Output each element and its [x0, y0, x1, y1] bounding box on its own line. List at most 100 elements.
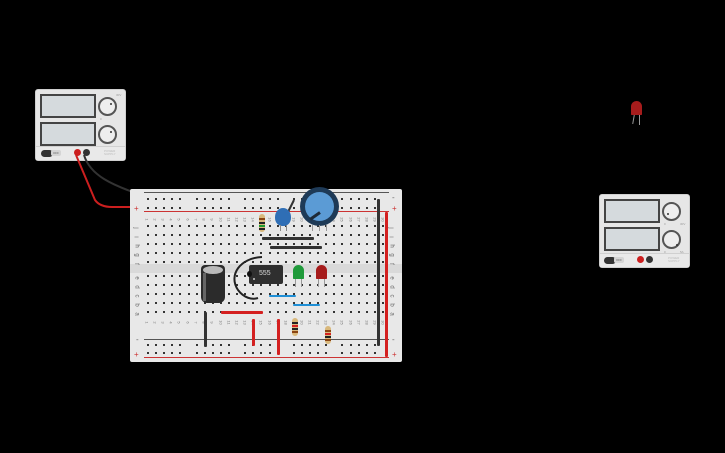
hole[interactable]	[211, 344, 214, 346]
hole[interactable]	[284, 284, 287, 286]
hole[interactable]	[381, 302, 384, 304]
hole[interactable]	[317, 243, 320, 245]
electrolytic-capacitor[interactable]	[201, 265, 225, 303]
jumper-wire-red[interactable]	[252, 319, 255, 346]
hole[interactable]	[260, 234, 263, 236]
hole[interactable]	[317, 311, 320, 313]
hole[interactable]	[203, 261, 206, 263]
hole[interactable]	[171, 302, 174, 304]
hole[interactable]	[179, 252, 182, 254]
hole[interactable]	[179, 275, 182, 277]
hole[interactable]	[357, 344, 360, 346]
hole[interactable]	[228, 234, 230, 236]
hole[interactable]	[260, 293, 263, 295]
hole[interactable]	[325, 311, 328, 313]
hole[interactable]	[252, 261, 255, 263]
hole[interactable]	[300, 234, 303, 236]
hole[interactable]	[155, 261, 158, 263]
hole[interactable]	[147, 284, 149, 286]
hole[interactable]	[357, 198, 360, 200]
hole[interactable]	[276, 284, 279, 286]
hole[interactable]	[163, 243, 166, 245]
hole[interactable]	[268, 352, 271, 354]
hole[interactable]	[163, 293, 166, 295]
hole[interactable]	[187, 261, 190, 263]
hole[interactable]	[381, 252, 384, 254]
hole[interactable]	[187, 243, 190, 245]
hole[interactable]	[147, 311, 149, 313]
resistor[interactable]	[325, 326, 331, 344]
negative-terminal[interactable]	[646, 256, 653, 263]
hole[interactable]	[236, 293, 239, 295]
hole[interactable]	[179, 225, 182, 227]
hole[interactable]	[309, 352, 311, 354]
hole[interactable]	[373, 302, 376, 304]
hole[interactable]	[179, 284, 182, 286]
hole[interactable]	[252, 198, 255, 200]
hole[interactable]	[228, 284, 230, 286]
hole[interactable]	[357, 311, 360, 313]
hole[interactable]	[179, 293, 182, 295]
hole[interactable]	[187, 284, 190, 286]
hole[interactable]	[300, 344, 303, 346]
hole[interactable]	[236, 302, 239, 304]
hole[interactable]	[268, 344, 271, 346]
hole[interactable]	[219, 198, 222, 200]
hole[interactable]	[349, 284, 352, 286]
hole[interactable]	[260, 243, 263, 245]
hole[interactable]	[244, 293, 247, 295]
hole[interactable]	[357, 352, 360, 354]
hole[interactable]	[333, 275, 336, 277]
hole[interactable]	[333, 234, 336, 236]
hole[interactable]	[219, 225, 222, 227]
jumper-wire-black[interactable]	[204, 312, 207, 347]
hole[interactable]	[341, 311, 344, 313]
hole[interactable]	[147, 261, 149, 263]
hole[interactable]	[365, 207, 368, 209]
hole[interactable]	[365, 352, 368, 354]
hole[interactable]	[203, 207, 206, 209]
hole[interactable]	[171, 243, 174, 245]
hole[interactable]	[309, 234, 311, 236]
hole[interactable]	[373, 207, 376, 209]
hole[interactable]	[252, 284, 255, 286]
hole[interactable]	[341, 198, 344, 200]
hole[interactable]	[357, 243, 360, 245]
resistor[interactable]	[259, 214, 265, 232]
hole[interactable]	[365, 252, 368, 254]
hole[interactable]	[163, 252, 166, 254]
hole[interactable]	[163, 284, 166, 286]
hole[interactable]	[179, 344, 182, 346]
hole[interactable]	[171, 284, 174, 286]
hole[interactable]	[195, 234, 198, 236]
hole[interactable]	[284, 252, 287, 254]
hole[interactable]	[325, 252, 328, 254]
hole[interactable]	[195, 243, 198, 245]
hole[interactable]	[292, 252, 295, 254]
hole[interactable]	[300, 225, 303, 227]
hole[interactable]	[284, 311, 287, 313]
hole[interactable]	[171, 225, 174, 227]
hole[interactable]	[284, 275, 287, 277]
hole[interactable]	[195, 275, 198, 277]
hole[interactable]	[341, 344, 344, 346]
hole[interactable]	[147, 352, 149, 354]
hole[interactable]	[211, 302, 214, 304]
current-knob[interactable]	[98, 125, 117, 144]
hole[interactable]	[341, 225, 344, 227]
hole[interactable]	[268, 302, 271, 304]
hole[interactable]	[228, 198, 230, 200]
hole[interactable]	[373, 252, 376, 254]
hole[interactable]	[381, 311, 384, 313]
hole[interactable]	[292, 198, 295, 200]
hole[interactable]	[252, 252, 255, 254]
hole[interactable]	[155, 284, 158, 286]
hole[interactable]	[357, 207, 360, 209]
hole[interactable]	[349, 261, 352, 263]
hole[interactable]	[349, 352, 352, 354]
hole[interactable]	[300, 352, 303, 354]
potentiometer[interactable]	[300, 187, 339, 226]
hole[interactable]	[381, 234, 384, 236]
hole[interactable]	[365, 284, 368, 286]
hole[interactable]	[317, 234, 320, 236]
